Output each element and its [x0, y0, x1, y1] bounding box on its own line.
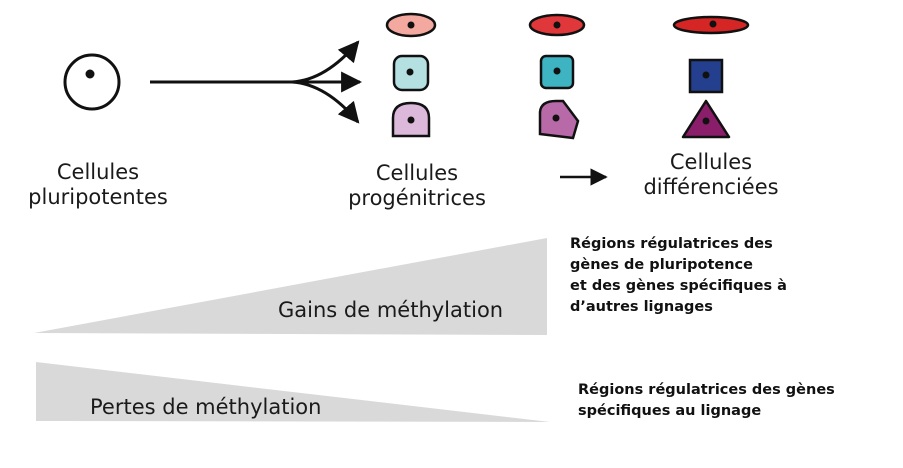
methylation-gain-wedge — [34, 238, 547, 335]
stage-label-progenitor-line1: Cellules — [375, 161, 459, 185]
gain-description-line: et des gènes spécifiques à — [570, 278, 787, 294]
stage-label-progenitor: Cellules progénitrices — [337, 161, 497, 211]
methylation-gain-label: Gains de méthylation — [278, 298, 504, 322]
methylation-loss-description: Régions régulatrices des gènes spécifiqu… — [578, 380, 835, 422]
gain-description-line: d’autres lignages — [570, 299, 713, 315]
progenitor-cells — [385, 12, 437, 138]
loss-description-line: spécifiques au lignage — [578, 403, 762, 419]
intermediate-square-cell-icon — [539, 54, 575, 90]
progenitor-ellipse-cell-icon — [385, 12, 437, 38]
differentiated-cells — [672, 15, 750, 139]
stage-label-pluripotent-line2: pluripotentes — [28, 185, 168, 209]
differentiated-triangle-cell-icon — [681, 99, 731, 139]
gain-description-line: gènes de pluripotence — [570, 257, 753, 273]
stage-label-differentiated-line2: différenciées — [643, 175, 779, 199]
stage-label-differentiated-line1: Cellules — [669, 150, 753, 174]
methylation-loss-wedge — [36, 362, 550, 422]
arrow-branch-top — [291, 40, 360, 84]
stage-label-pluripotent: Cellules pluripotentes — [18, 160, 178, 210]
progenitor-arch-cell-icon — [391, 101, 431, 138]
stage-label-differentiated: Cellules différenciées — [626, 150, 796, 200]
arrow-branch-bottom — [291, 80, 360, 124]
branching-arrows — [150, 40, 363, 124]
gain-description-line: Régions régulatrices des — [570, 236, 773, 252]
methylation-loss-label: Pertes de méthylation — [90, 395, 322, 419]
pluripotent-cell-icon — [63, 53, 121, 111]
differentiated-ellipse-cell-icon — [672, 15, 750, 35]
differentiated-square-cell-icon — [688, 58, 724, 94]
stage-label-pluripotent-line1: Cellules — [56, 160, 140, 184]
intermediate-ellipse-cell-icon — [528, 13, 586, 37]
progenitor-square-cell-icon — [392, 54, 430, 92]
loss-description-line: Régions régulatrices des gènes — [578, 382, 835, 398]
methylation-gain-description: Régions régulatrices des gènes de plurip… — [570, 234, 787, 318]
stage-label-progenitor-line2: progénitrices — [348, 186, 486, 210]
intermediate-cells — [528, 13, 586, 140]
intermediate-angled-cell-icon — [538, 99, 580, 140]
